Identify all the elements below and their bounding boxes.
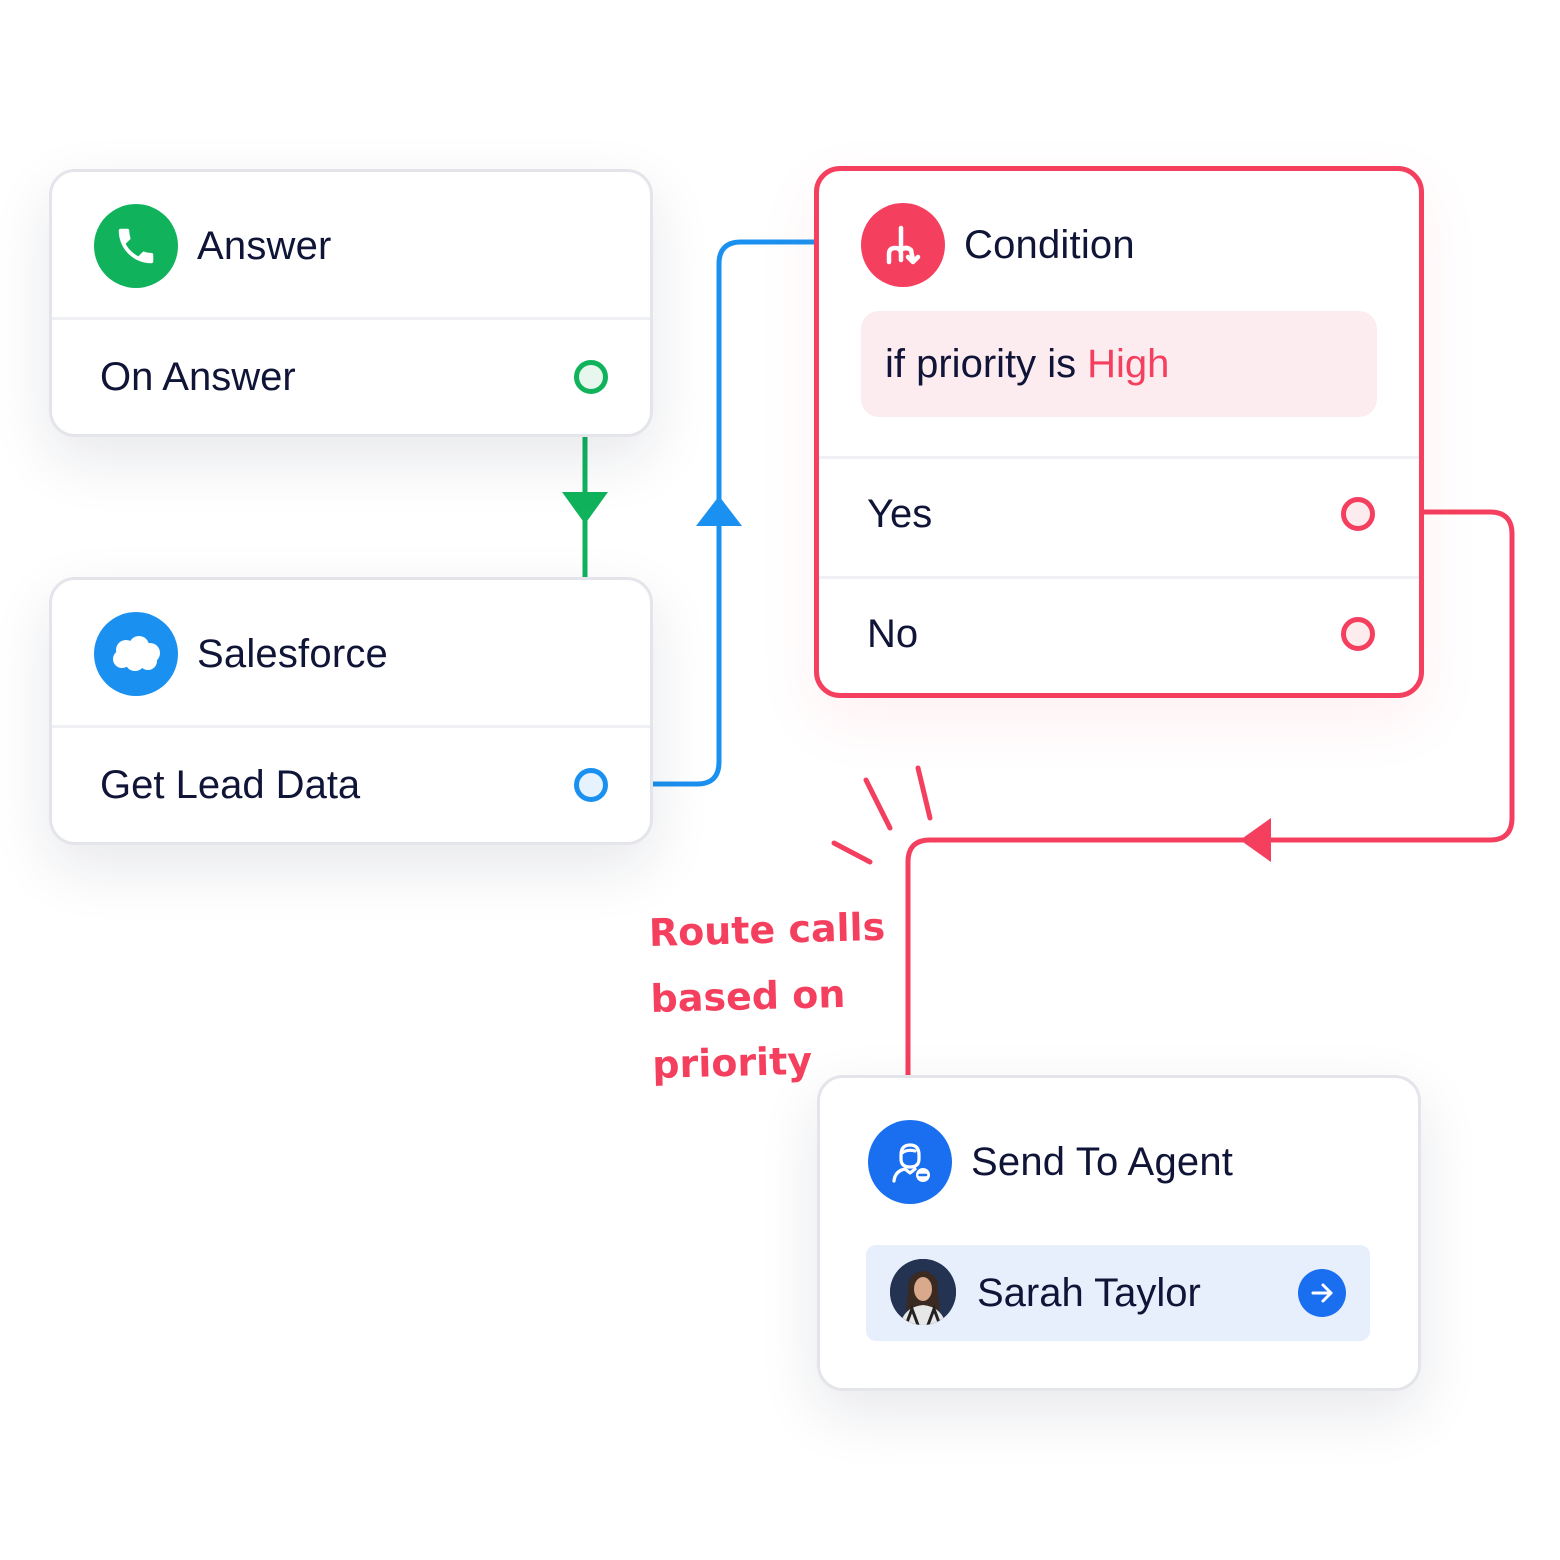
divider bbox=[819, 576, 1419, 579]
condition-yes-row[interactable]: Yes bbox=[819, 459, 1419, 569]
condition-expression[interactable]: if priority is High bbox=[861, 311, 1377, 417]
divider bbox=[52, 725, 650, 728]
green-arrowhead bbox=[562, 492, 608, 524]
yes-output-port[interactable] bbox=[1341, 497, 1375, 531]
cloud-icon bbox=[94, 612, 178, 696]
arrow-right-icon[interactable] bbox=[1298, 1269, 1346, 1317]
answer-output-row[interactable]: On Answer bbox=[52, 322, 650, 432]
answer-node-title: Answer bbox=[197, 223, 332, 268]
annotation-line: based on bbox=[650, 971, 846, 1021]
output-port[interactable] bbox=[574, 360, 608, 394]
salesforce-to-condition-connector bbox=[652, 239, 816, 787]
salesforce-node[interactable]: Salesforce Get Lead Data bbox=[49, 577, 653, 845]
annotation-line: Route calls bbox=[648, 904, 886, 955]
output-label-yes: Yes bbox=[867, 491, 933, 536]
agent-selector[interactable]: Sarah Taylor bbox=[866, 1245, 1370, 1341]
condition-no-row[interactable]: No bbox=[819, 579, 1419, 689]
annotation-emphasis-marks bbox=[831, 765, 933, 865]
red-arrowhead bbox=[1240, 818, 1271, 862]
divider bbox=[819, 456, 1419, 459]
blue-arrowhead bbox=[696, 496, 742, 526]
condition-node-header: Condition bbox=[861, 203, 1135, 287]
avatar bbox=[890, 1259, 956, 1325]
agent-name: Sarah Taylor bbox=[977, 1271, 1201, 1315]
output-label: On Answer bbox=[100, 354, 296, 399]
output-label-no: No bbox=[867, 611, 919, 656]
condition-node[interactable]: Condition if priority is High Yes No bbox=[814, 166, 1424, 698]
divider bbox=[52, 317, 650, 320]
phone-icon bbox=[94, 204, 178, 288]
answer-node-header: Answer bbox=[94, 204, 332, 288]
condition-to-agent-connector bbox=[905, 509, 1515, 1078]
condition-expression-value: High bbox=[1087, 341, 1170, 386]
condition-node-title: Condition bbox=[964, 222, 1135, 267]
split-arrow-icon bbox=[861, 203, 945, 287]
agent-icon bbox=[868, 1120, 952, 1204]
answer-node[interactable]: Answer On Answer bbox=[49, 169, 653, 437]
send-to-agent-node-title: Send To Agent bbox=[971, 1139, 1234, 1184]
condition-expression-text: if priority is bbox=[885, 341, 1077, 386]
no-output-port[interactable] bbox=[1341, 617, 1375, 651]
salesforce-node-header: Salesforce bbox=[94, 612, 388, 696]
annotation-line: priority bbox=[651, 1038, 813, 1087]
salesforce-node-title: Salesforce bbox=[197, 631, 388, 676]
output-label: Get Lead Data bbox=[100, 762, 361, 807]
annotation-note: Route calls based on priority bbox=[648, 893, 903, 1097]
output-port[interactable] bbox=[574, 768, 608, 802]
send-to-agent-node-header: Send To Agent bbox=[868, 1120, 1233, 1204]
salesforce-output-row[interactable]: Get Lead Data bbox=[52, 730, 650, 840]
send-to-agent-node[interactable]: Send To Agent Sarah Taylor bbox=[817, 1075, 1421, 1391]
